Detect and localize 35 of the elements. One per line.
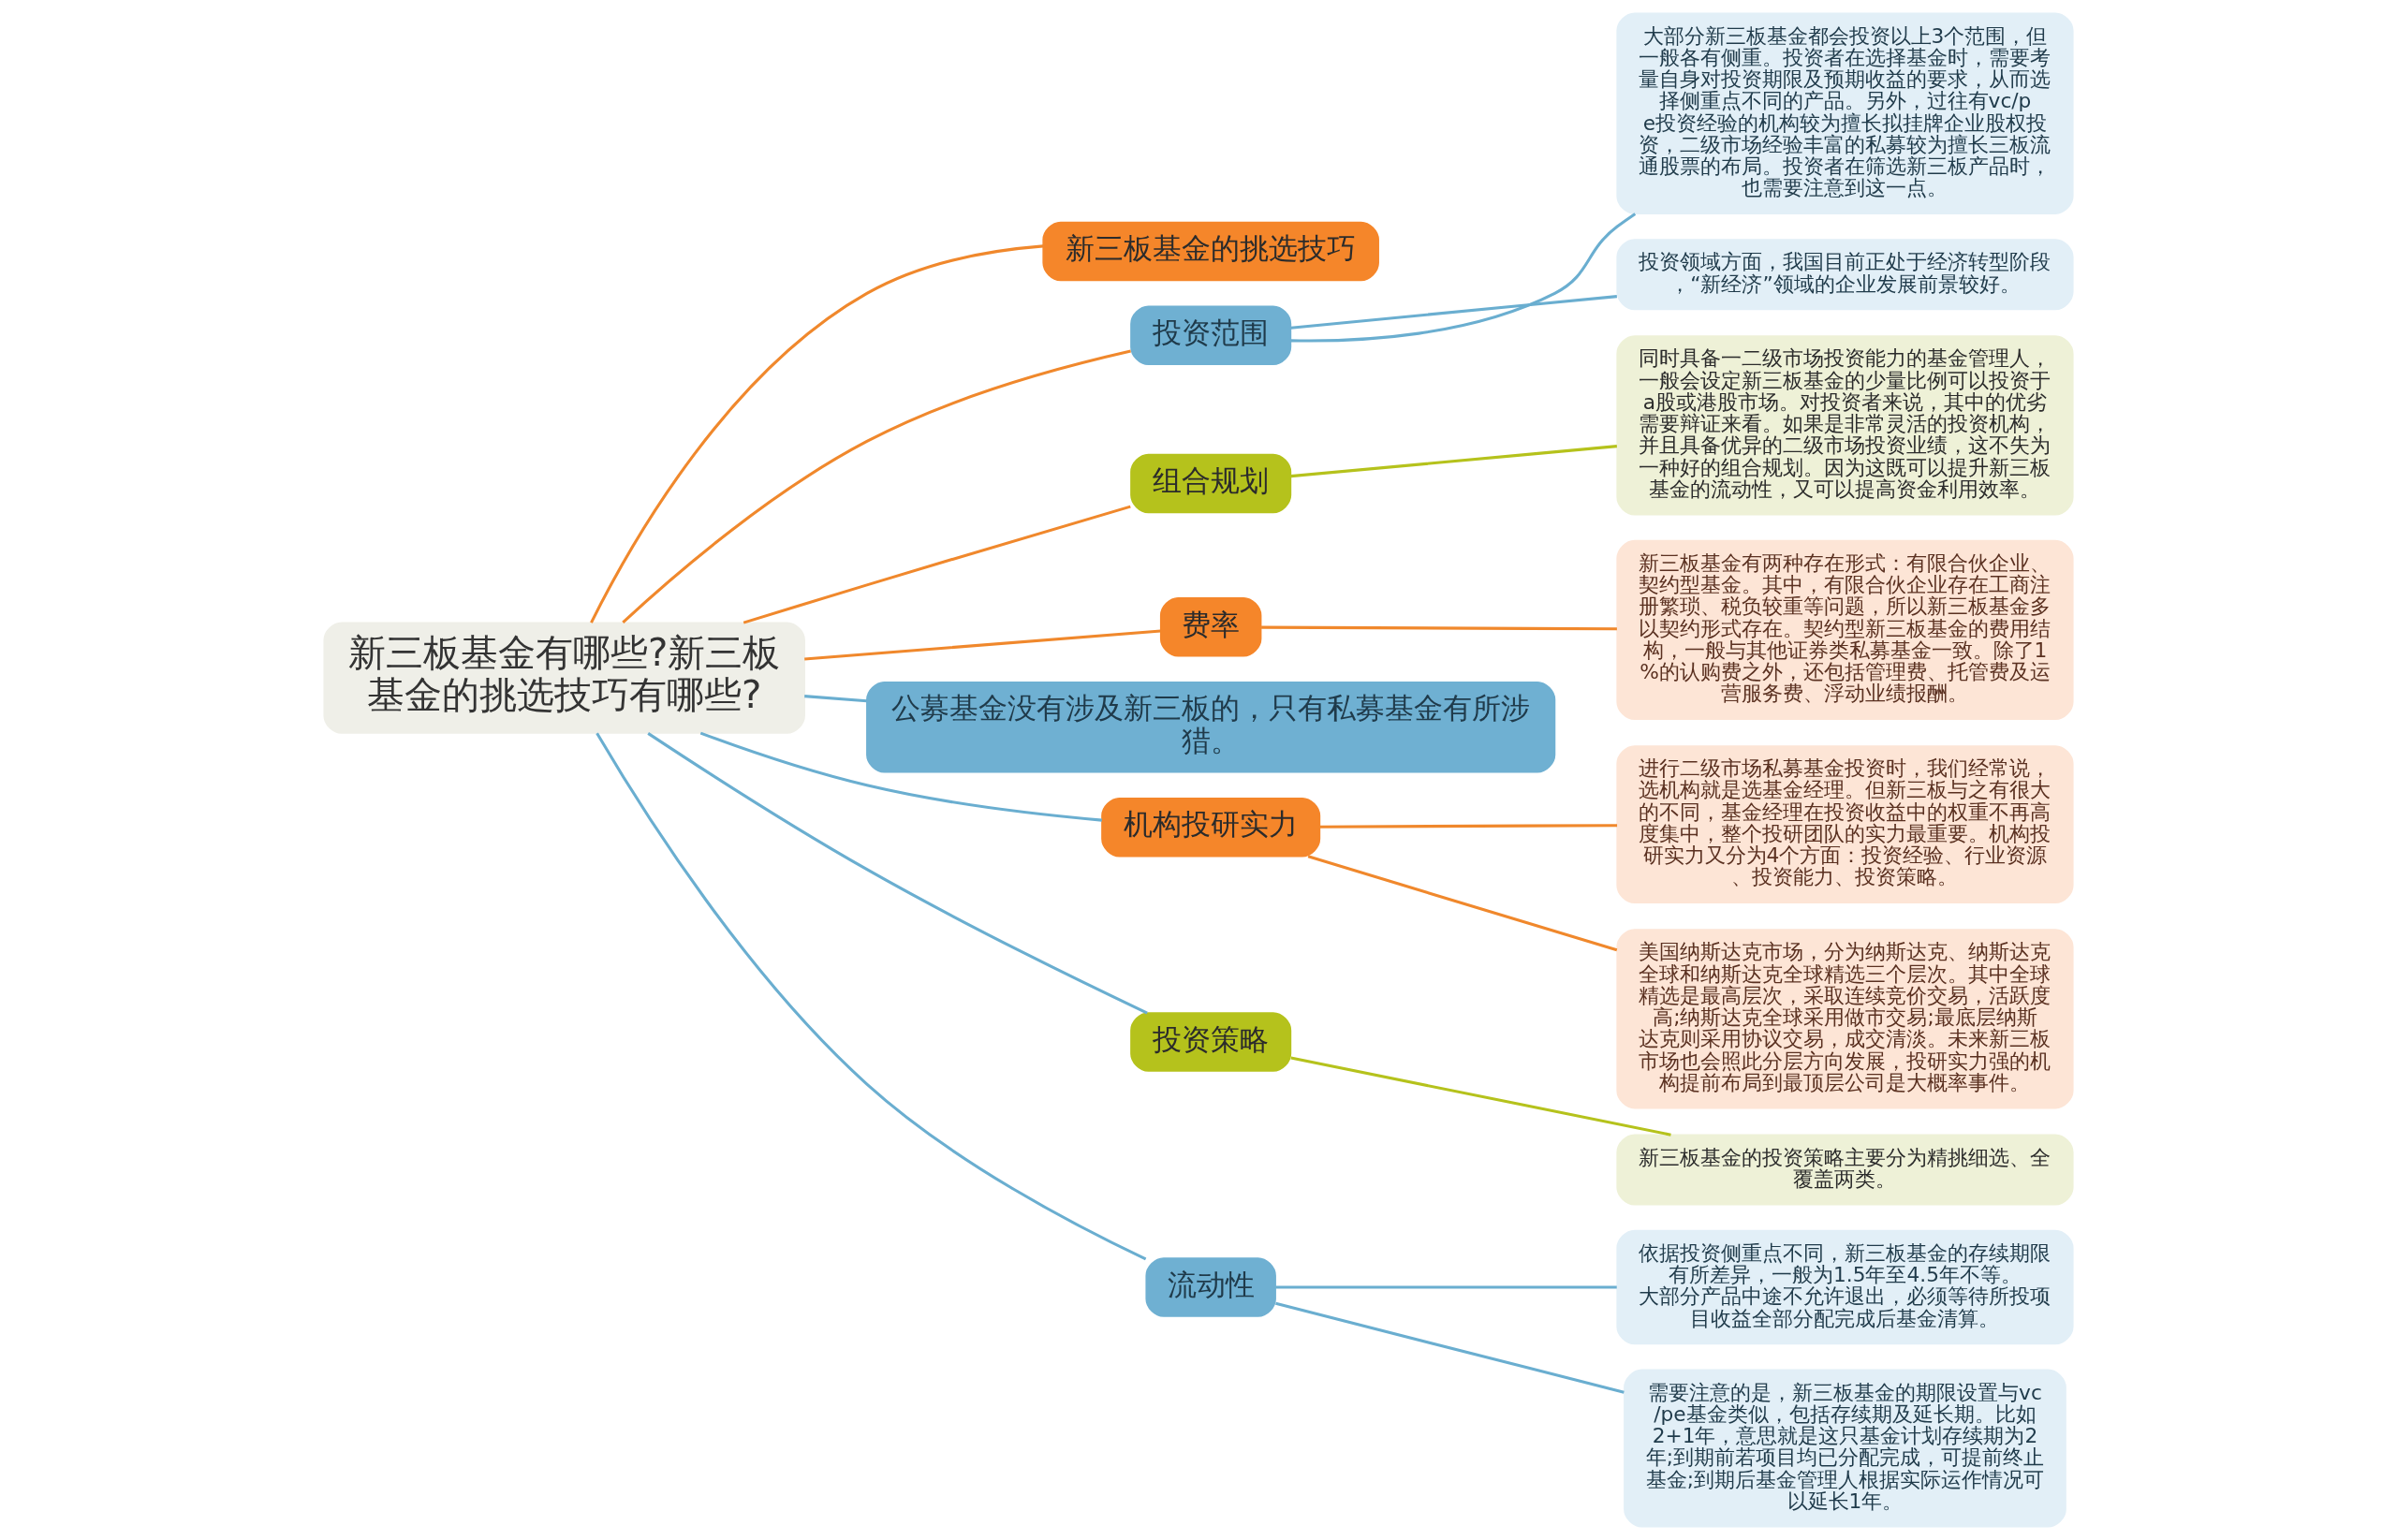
- node-box: 投资领域方面，我国目前正处于经济转型阶段，“新经济”领域的企业发展前景较好。: [1616, 239, 2074, 311]
- node-box: 大部分新三板基金都会投资以上3个范围，但一般各有侧重。投资者在选择基金时，需要考量自身对投资期限及预期收益的要求，从而选择侧重点不同的产品。另外，过往有vc/pe投资经验的机构较为擅长拟挂牌企业股权投资，二级市场经验丰富的私募较为擅长三板流通股票的布局。投资者在筛选新三板产品时，也需要注意到这一点。: [1616, 12, 2074, 214]
- connector: [1319, 824, 1618, 829]
- connector: [804, 629, 1161, 661]
- connector: [1261, 625, 1617, 631]
- connector: [804, 695, 867, 703]
- connector: [743, 505, 1131, 624]
- connector: [699, 731, 1102, 822]
- node-box: 机构投研实力: [1101, 797, 1321, 858]
- connector: [1290, 295, 1617, 330]
- node-box: 投资范围: [1130, 305, 1292, 366]
- node-box: 投资策略: [1130, 1012, 1292, 1072]
- node-box: 同时具备一二级市场投资能力的基金管理人，一般会设定新三板基金的少量比例可以投资于a股或港股市场。对投资者来说，其中的优劣需要辩证来看。如果是非常灵活的投资机构，并且具备优异的二级市场投资业绩，这不失为一种好的组合规划。因为这既可以提升新三板基金的流动性，又可以提高资金利用效率。: [1616, 335, 2074, 516]
- connector: [647, 732, 1148, 1015]
- node-box: 新三板基金的投资策略主要分为精挑细选、全覆盖两类。: [1616, 1134, 2074, 1206]
- node-box: 美国纳斯达克市场，分为纳斯达克、纳斯达克全球和纳斯达克全球精选三个层次。其中全球精选是最高层次，采取连续竞价交易，活跃度高;纳斯达克全球采用做市交易;最底层纳斯达克则采用协议交易，成交清淡。未来新三板市场也会照此分层方向发展，投研实力强的机构提前布局到最顶层公司是大概率事件。: [1616, 929, 2074, 1109]
- node-box: 进行二级市场私募基金投资时，我们经常说，选机构就是选基金经理。但新三板与之有很大的不同，基金经理在投资收益中的权重不再高度集中，整个投研团队的实力最重要。机构投研实力又分为4个方面：投资经验、行业资源、投资能力、投资策略。: [1616, 745, 2074, 904]
- connector: [1307, 855, 1618, 952]
- connector: [590, 244, 1044, 623]
- node-box: 组合规划: [1130, 453, 1292, 514]
- connector: [1275, 1285, 1617, 1289]
- connector: [1290, 445, 1617, 478]
- node-box: 依据投资侧重点不同，新三板基金的存续期限有所差异，一般为1.5年至4.5年不等。大部分产品中途不允许退出，必须等待所投项目收益全部分配完成后基金清算。: [1616, 1229, 2074, 1345]
- connector: [596, 732, 1147, 1261]
- node-box: 流动性: [1145, 1257, 1276, 1317]
- connector: [1290, 213, 1637, 343]
- connector: [1275, 1301, 1625, 1394]
- connector: [622, 349, 1131, 623]
- node-box: 新三板基金的挑选技巧: [1042, 221, 1379, 282]
- node-box: 需要注意的是，新三板基金的期限设置与vc/pe基金类似，包括存续期及延长期。比如2+1年，意思就是这只基金计划存续期为2年;到期前若项目均已分配完成，可提前终止基金;到期后基金管理人根据实际运作情况可以延长1年。: [1624, 1369, 2066, 1528]
- node-box: 新三板基金有两种存在形式：有限合伙企业、契约型基金。其中，有限合伙企业存在工商注册繁琐、税负较重等问题，所以新三板基金多以契约形式存在。契约型新三板基金的费用结构，一般与其他证券类私募基金一致。除了1%的认购费之外，还包括管理费、托管费及运营服务费、浮动业绩报酬。: [1616, 539, 2074, 721]
- connector: [1290, 1056, 1671, 1137]
- node-box: 新三板基金有哪些?新三板基金的挑选技巧有哪些?: [323, 622, 805, 734]
- node-box: 公募基金没有涉及新三板的，只有私募基金有所涉猎。: [866, 681, 1556, 773]
- node-box: 费率: [1159, 597, 1262, 657]
